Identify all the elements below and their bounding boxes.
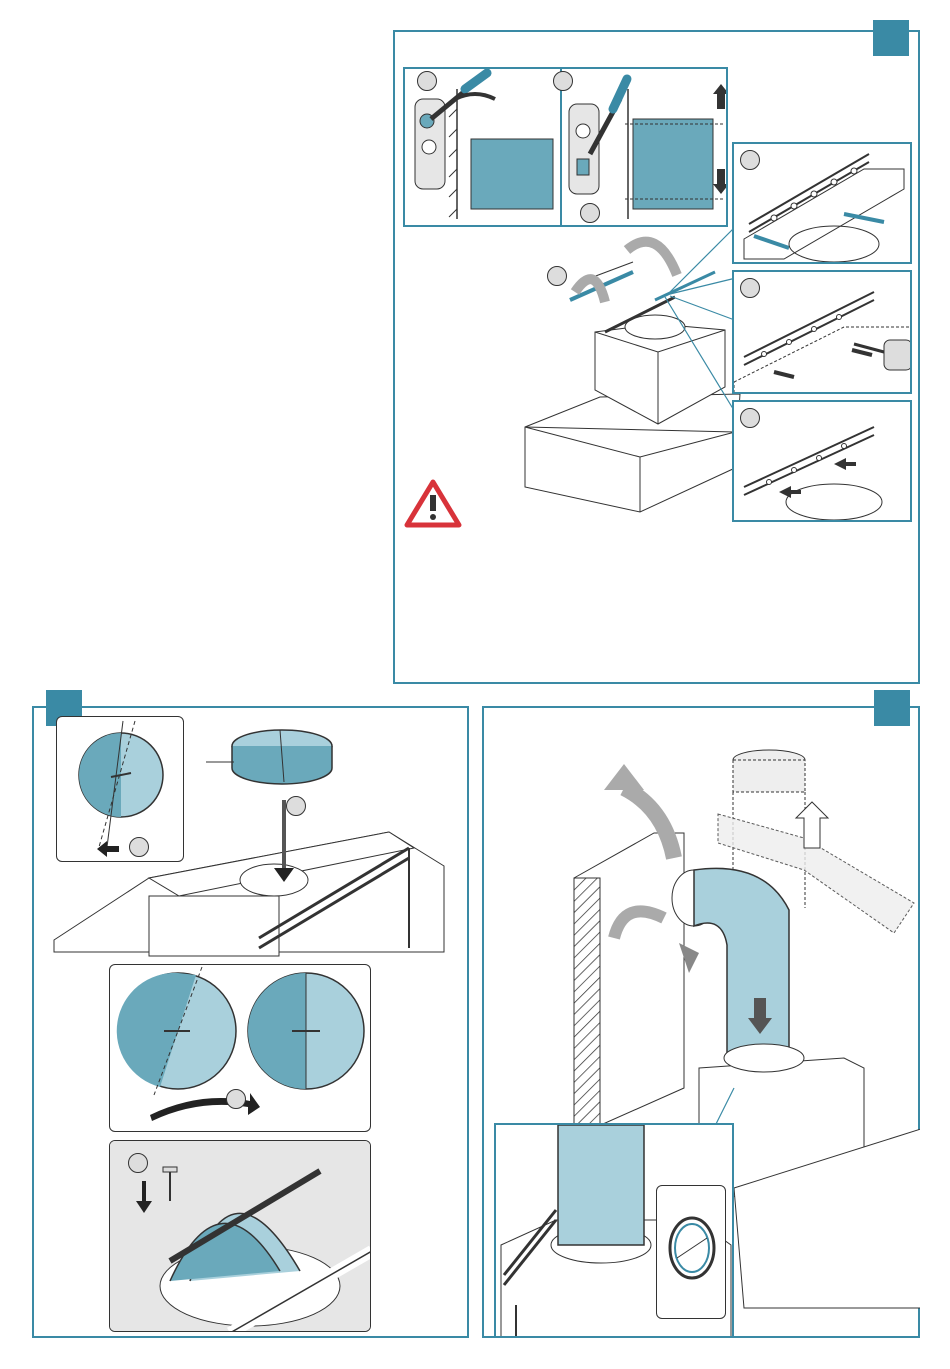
damper-install-illustration — [34, 708, 469, 968]
level-bracket-illustration — [734, 144, 912, 264]
drill-wall-illustration — [734, 272, 912, 394]
step-number-j — [226, 1089, 246, 1109]
fix-bracket-illustration — [734, 402, 912, 522]
inset-level-bracket — [732, 142, 912, 264]
inset-fix-bracket — [732, 400, 912, 522]
inset-drill-wall — [732, 270, 912, 394]
step-number-d — [547, 266, 567, 286]
drill-icon — [854, 340, 912, 370]
inset-duct-connection — [494, 1123, 734, 1338]
step-number-e — [740, 150, 760, 170]
panel-bottom-right — [482, 706, 920, 1338]
step-number-i — [286, 796, 306, 816]
inset-flap-screw — [109, 1140, 371, 1332]
step-number-k — [128, 1153, 148, 1173]
step-number-f — [740, 278, 760, 298]
duct-seal-illustration — [657, 1186, 726, 1319]
panel-bottom-left — [32, 706, 469, 1338]
inset-duct-seal — [656, 1185, 726, 1319]
warning-triangle-icon — [407, 482, 459, 525]
step-number-g — [740, 408, 760, 428]
panel-top-right — [393, 30, 920, 684]
flap-screw-illustration — [110, 1141, 371, 1332]
inset-flap-align — [109, 964, 371, 1132]
